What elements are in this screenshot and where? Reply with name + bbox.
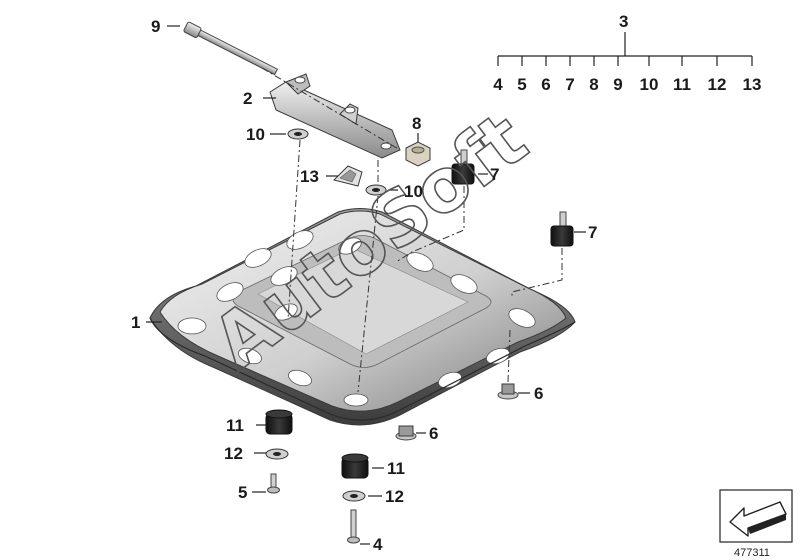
mounting-bracket: [269, 73, 401, 159]
short-screw: [267, 473, 280, 494]
callout-10-lower: 10: [404, 182, 423, 201]
washer-lower-left: [265, 448, 289, 460]
skid-plate: [149, 208, 576, 426]
group-3-item-4: 4: [493, 75, 503, 94]
callout-12-right: 12: [385, 487, 404, 506]
group-3-item-6: 6: [541, 75, 550, 94]
callout-11-right: 11: [387, 459, 405, 478]
rubber-mount-right: [550, 211, 574, 247]
group-3-item-13: 13: [743, 75, 762, 94]
callout-2: 2: [243, 89, 252, 108]
callout-8: 8: [412, 114, 421, 133]
group-3-item-9: 9: [613, 75, 622, 94]
rubber-buffer-left: [265, 409, 293, 435]
long-bolt: [183, 21, 279, 76]
callout-10-upper: 10: [246, 125, 265, 144]
washer-lower-right: [342, 490, 366, 502]
callout-6-right: 6: [534, 384, 543, 403]
callout-9: 9: [151, 17, 160, 36]
group-3-item-8: 8: [589, 75, 598, 94]
long-screw: [347, 509, 360, 544]
flange-nut-center: [395, 425, 417, 441]
rubber-mount-left: [451, 149, 475, 185]
callout-12-left: 12: [224, 444, 243, 463]
washer-upper-right: [365, 184, 387, 196]
callout-11-left: 11: [226, 416, 244, 435]
clip-nut: [333, 165, 363, 187]
group-3-item-7: 7: [565, 75, 574, 94]
callout-6-center: 6: [429, 424, 438, 443]
leader-lines: [146, 25, 586, 545]
group-3-item-10: 10: [640, 75, 659, 94]
callout-3: 3: [619, 12, 628, 31]
callout-7-left: 7: [490, 165, 499, 184]
diagram-reference: 477311: [719, 489, 793, 559]
washer-upper-left: [287, 128, 309, 140]
callout-7-right: 7: [588, 223, 597, 242]
group-3-item-11: 11: [673, 75, 691, 94]
group-3-item-5: 5: [517, 75, 526, 94]
flange-nut-right: [497, 383, 519, 400]
assembly-lines: [261, 67, 563, 393]
callout-5: 5: [238, 483, 247, 502]
callout-13: 13: [300, 167, 319, 186]
diagram-number: 477311: [734, 547, 770, 559]
direction-arrow-icon: [729, 501, 787, 537]
callout-1: 1: [131, 313, 140, 332]
callout-4: 4: [373, 535, 383, 554]
group-3-item-12: 12: [708, 75, 727, 94]
callouts: 9 2 10 8 13 10 7 7 1 6 6 11 11 12 12 5 4…: [131, 12, 628, 554]
rubber-buffer-right: [341, 453, 369, 479]
